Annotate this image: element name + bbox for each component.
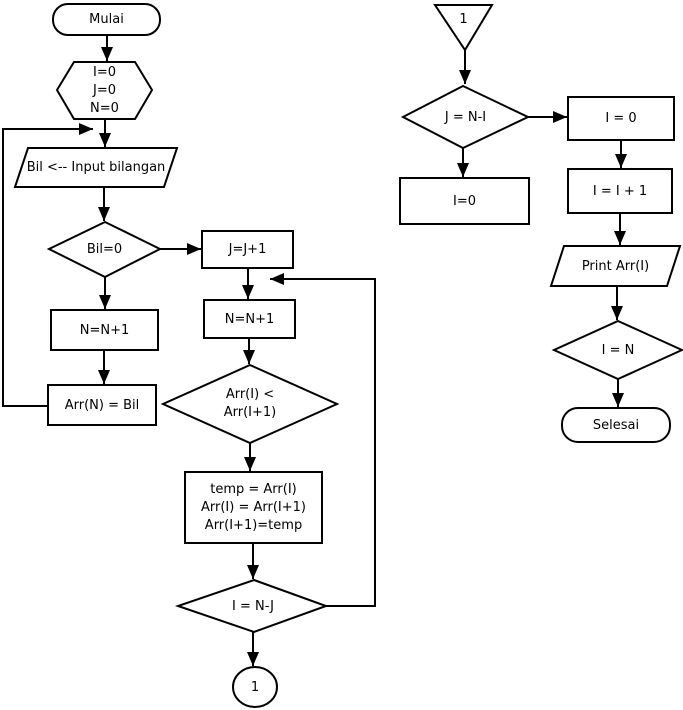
- process-reset-i-shape: [399, 177, 530, 225]
- edge-loop-assignarr-to-input: [2, 123, 93, 407]
- process-inc-j-shape: [201, 230, 294, 269]
- connector-in-shape: [433, 4, 494, 52]
- decision-check-inj-shape: [174, 578, 329, 634]
- decision-check-jni-shape: [400, 84, 531, 150]
- process-inc-i-shape: [567, 168, 673, 214]
- terminator-start-shape: [52, 3, 161, 36]
- decision-check-bil-shape: [46, 220, 163, 279]
- process-inc-n-left-shape: [50, 309, 159, 351]
- terminator-end-shape: [561, 407, 671, 443]
- io-print-arr-shape: [549, 245, 682, 287]
- connector-out-shape: [232, 666, 278, 708]
- decision-compare-shape: [160, 363, 340, 445]
- edges: [2, 35, 627, 666]
- process-set-i-shape: [567, 96, 675, 141]
- io-input-bilangan-shape: [13, 147, 179, 188]
- process-assign-arr-shape: [47, 384, 157, 426]
- process-inc-n-mid-shape: [203, 299, 296, 339]
- decision-check-in-shape: [551, 319, 683, 381]
- shapes: [13, 3, 683, 708]
- process-swap-shape: [184, 471, 323, 544]
- edge-loop-checkinj-to-incnmid: [270, 273, 376, 607]
- preparation-init-shape: [55, 61, 154, 120]
